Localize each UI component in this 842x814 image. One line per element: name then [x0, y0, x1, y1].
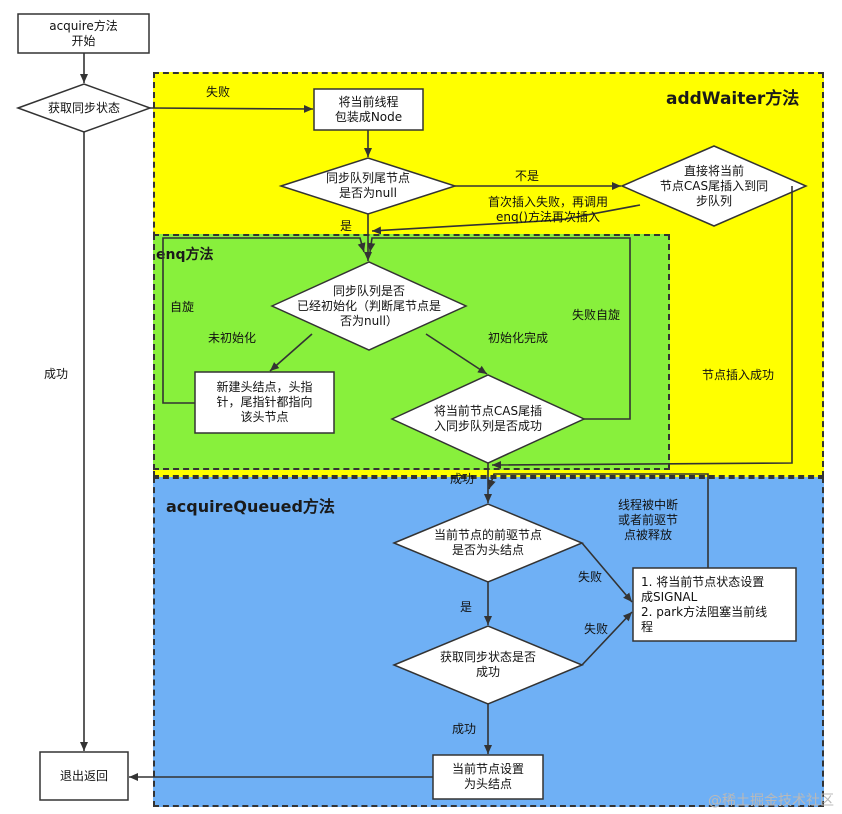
- queue-initialized-label: 同步队列是否 已经初始化（判断尾节点是 否为null）: [296, 283, 441, 328]
- watermark: @稀土掘金技术社区: [708, 793, 834, 809]
- start-label: acquire方法 开始: [49, 18, 118, 48]
- prev-is-head-label: 当前节点的前驱节点 是否为头结点: [433, 528, 542, 557]
- label-node-inserted: 节点插入成功: [702, 368, 775, 382]
- addwaiter-title: addWaiter方法: [666, 89, 800, 109]
- acquirequeued-title: acquireQueued方法: [166, 497, 335, 516]
- edge-spin-loop: [162, 237, 366, 404]
- cas-tail-direct-diamond: [620, 145, 808, 227]
- start-box: [17, 13, 150, 54]
- label-success-state: 成功: [452, 722, 477, 736]
- label-fail-1: 失败: [206, 85, 231, 99]
- label-yes-null: 是: [340, 219, 353, 233]
- label-initialized: 初始化完成: [488, 331, 549, 345]
- label-fail-state: 失败: [584, 622, 609, 636]
- enq-title: enq方法: [156, 247, 214, 263]
- label-not-initialized: 未初始化: [208, 331, 257, 345]
- exit-return-box: [39, 751, 129, 801]
- edge-fail-spin-loop: [367, 237, 631, 420]
- edge-prev-fail: [581, 542, 633, 603]
- signal-park-box: [632, 567, 797, 642]
- edge-state-to-wrap: [149, 104, 314, 113]
- new-head-box: [194, 371, 335, 434]
- tail-null-label: 同步队列尾节点 是否为null: [325, 171, 410, 200]
- label-interrupted: 线程被中断 或者前驱节 点被释放: [618, 498, 679, 542]
- edge-not-initialized: [269, 333, 313, 372]
- label-fail-prev: 失败: [578, 570, 603, 584]
- label-not-null: 不是: [515, 169, 540, 183]
- get-sync-state-label: 获取同步状态: [47, 100, 120, 115]
- cas-tail-direct-label: 直接将当前 节点CAS尾插入到同 步队列: [659, 163, 769, 208]
- cas-tail-enq-label: 将当前节点CAS尾插 入同步队列是否成功: [433, 404, 543, 433]
- label-fail-spin: 失败自旋: [572, 308, 621, 322]
- label-success-enq: 成功: [450, 472, 475, 486]
- edge-initialized: [425, 333, 488, 375]
- wrap-node-label: 将当前线程 包装成Node: [334, 94, 403, 124]
- label-success-main: 成功: [44, 367, 69, 381]
- get-sync-state-2-label: 获取同步状态是否 成功: [439, 650, 536, 679]
- wrap-node-box: [313, 88, 424, 131]
- new-head-label: 新建头结点，头指 针，尾指针都指向 该头节点: [216, 380, 313, 424]
- queue-initialized-diamond: [270, 261, 468, 351]
- label-spin: 自旋: [170, 300, 195, 314]
- edge-direct-success: [491, 186, 793, 469]
- label-yes-head: 是: [460, 600, 473, 614]
- label-first-insert-failed: 首次插入失败，再调用 enq()方法再次插入: [488, 195, 609, 224]
- signal-park-label: 1. 将当前节点状态设置 成SIGNAL 2. park方法阻塞当前线 程: [641, 574, 768, 634]
- edge-interrupted-loop: [488, 473, 709, 568]
- exit-return-label: 退出返回: [59, 768, 108, 783]
- edge-direct-fail-to-enq: [371, 204, 641, 235]
- set-head-box: [432, 754, 544, 800]
- set-head-label: 当前节点设置 为头结点: [451, 762, 524, 791]
- edge-state2-fail: [581, 611, 633, 666]
